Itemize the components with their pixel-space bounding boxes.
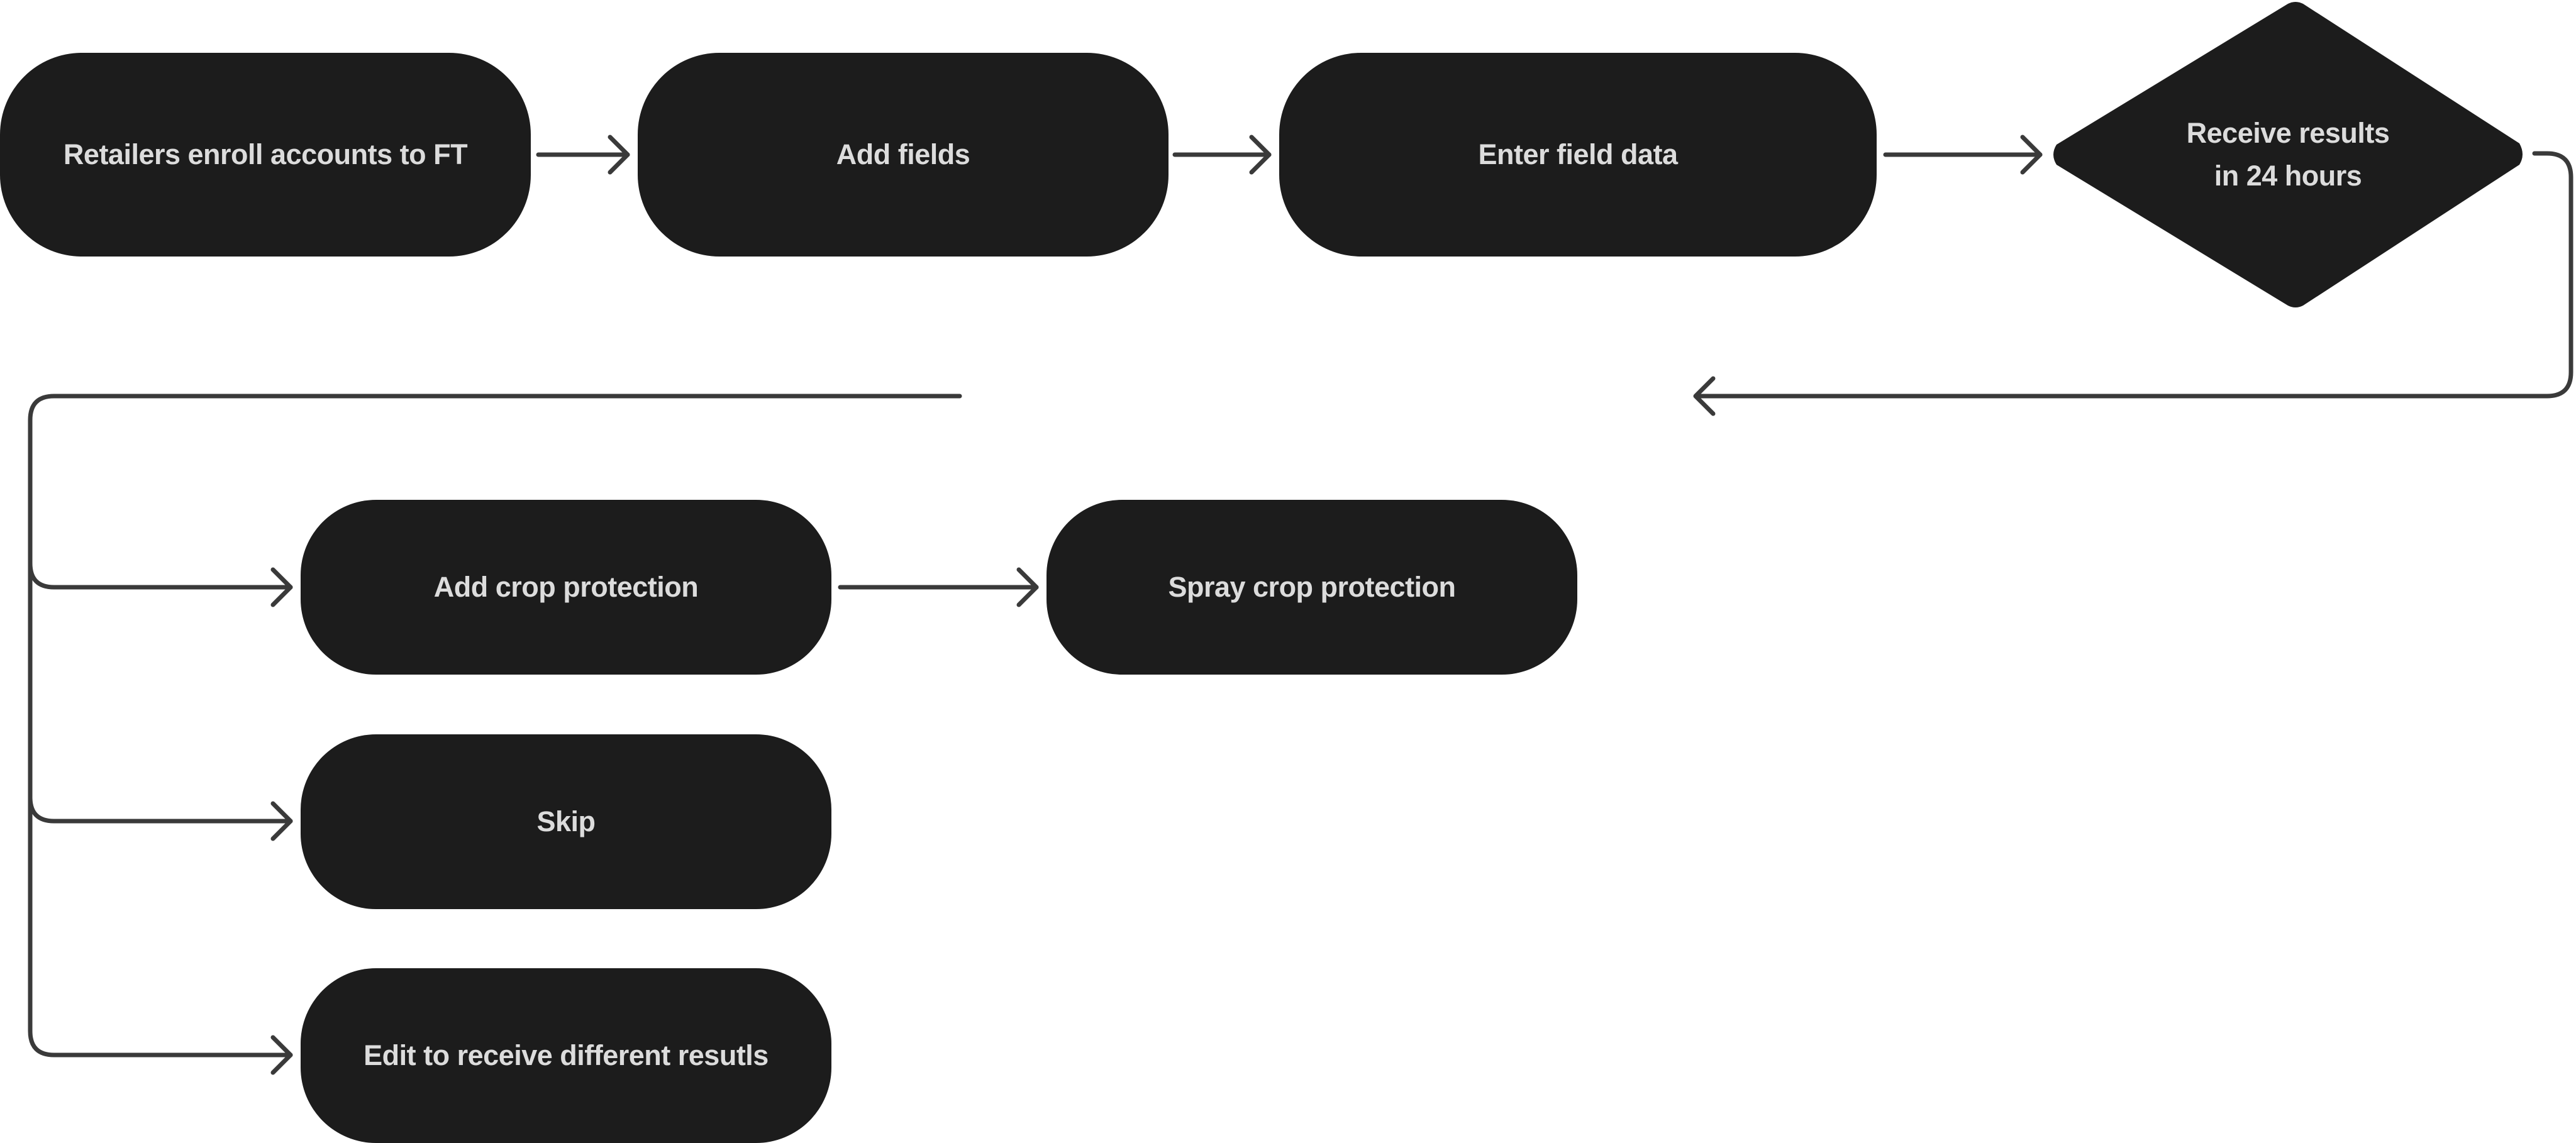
node-retailers-enroll-label: Retailers enroll accounts to FT [63, 138, 468, 170]
arrowhead-skip [270, 801, 293, 841]
node-retailers-enroll: Retailers enroll accounts to FT [0, 53, 531, 257]
node-enter-field-data-label: Enter field data [1478, 138, 1678, 170]
arrowhead-retailers-to-add-fields [608, 135, 630, 175]
arrowhead-return [1693, 376, 1716, 416]
arrowhead-add-crop [270, 567, 293, 607]
node-add-fields: Add fields [638, 53, 1169, 257]
node-add-fields-label: Add fields [836, 138, 970, 170]
node-decision-receive-results: Receive results in 24 hours [2049, 0, 2527, 309]
connector-branch-skip [28, 795, 293, 824]
connector-branch-top [28, 394, 962, 1057]
node-enter-field-data: Enter field data [1279, 53, 1877, 257]
arrowhead-enter-data-to-decision [2020, 135, 2043, 175]
arrowhead-edit [270, 1035, 293, 1075]
connector-branch-add-crop [28, 561, 293, 590]
arrowhead-add-fields-to-enter-data [1249, 135, 1272, 175]
node-spray-crop-protection: Spray crop protection [1046, 500, 1577, 675]
connector-decision-return [1694, 151, 2573, 399]
decision-label-line2: in 24 hours [2214, 160, 2362, 192]
arrowhead-add-crop-to-spray [1016, 567, 1039, 607]
node-spray-crop-protection-label: Spray crop protection [1168, 571, 1456, 603]
node-add-crop-protection-label: Add crop protection [433, 571, 699, 603]
decision-label-line1: Receive results [2186, 117, 2390, 149]
node-add-crop-protection: Add crop protection [301, 500, 831, 675]
node-edit-results-label: Edit to receive different resutls [364, 1039, 769, 1071]
decision-label: Receive results in 24 hours [2049, 0, 2527, 309]
node-skip: Skip [301, 734, 831, 909]
node-edit-results: Edit to receive different resutls [301, 968, 831, 1143]
decision-diamond-shape [2053, 2, 2523, 307]
node-skip-label: Skip [536, 805, 596, 837]
